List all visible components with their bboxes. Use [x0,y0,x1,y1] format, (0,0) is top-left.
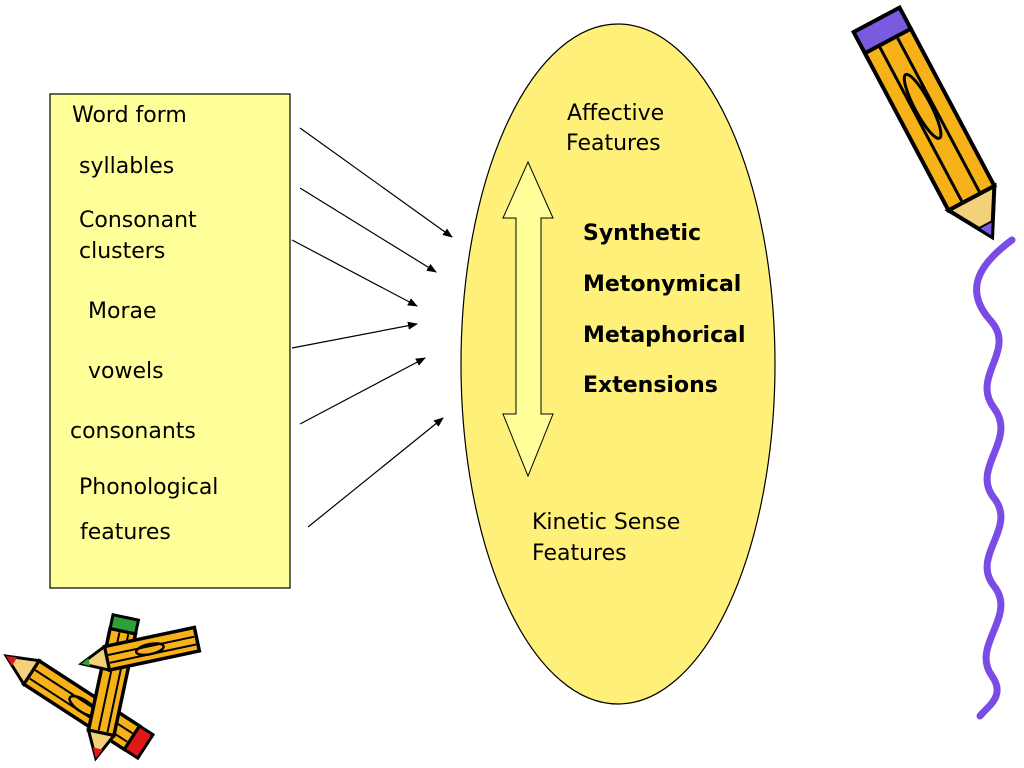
arrow-4 [291,321,418,349]
crossed-pencils-clipart [3,612,202,762]
arrow-1 [299,127,453,238]
pencil-clipart [850,4,998,241]
connector-arrows [291,127,453,528]
label-affective-line2: Features [566,131,661,156]
label-kinetic-line1: Kinetic Sense [532,510,681,535]
label-morae: Morae [88,299,157,324]
label-metonymical: Metonymical [583,272,742,297]
label-phonological-line1: Phonological [79,475,219,500]
label-extensions: Extensions [583,373,718,398]
arrow-6 [307,417,444,528]
arrow-3 [291,239,418,307]
double-arrow [502,160,554,478]
label-word-form: Word form [72,103,187,128]
label-phonological-line2: features [80,520,171,545]
label-metaphorical: Metaphorical [583,323,746,348]
word-form-box [49,93,291,589]
label-kinetic-line2: Features [532,541,627,566]
label-vowels: vowels [88,359,164,384]
label-syllables: syllables [79,154,175,179]
label-affective-line1: Affective [567,101,665,126]
arrow-2 [299,187,437,273]
label-consonant-clusters-line1: Consonant [79,208,197,233]
label-synthetic: Synthetic [583,221,702,246]
wavy-line-decoration [973,236,1016,720]
arrow-5 [299,357,426,425]
label-consonants: consonants [70,419,196,444]
label-consonant-clusters-line2: clusters [79,239,166,264]
